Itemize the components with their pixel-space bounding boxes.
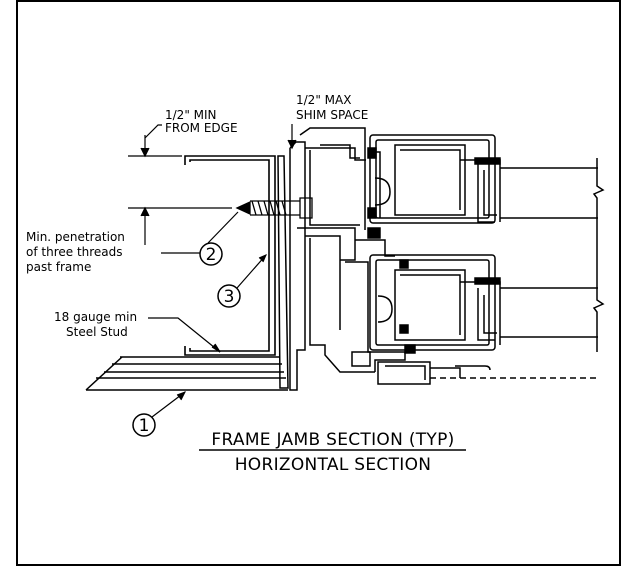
section-subtitle: HORIZONTAL SECTION xyxy=(235,455,432,475)
max-shim-label-line2: SHIM SPACE xyxy=(296,108,368,122)
stud-label-line1: 18 gauge min xyxy=(54,310,137,324)
anchor-screw xyxy=(235,197,313,219)
penetration-label-line3: past frame xyxy=(26,260,91,274)
callout-2 xyxy=(161,211,239,266)
shim-space-leader xyxy=(287,124,297,150)
stud-label-line2: Steel Stud xyxy=(66,325,128,339)
callout-2-number: 2 xyxy=(206,245,217,265)
callout-1-number: 1 xyxy=(139,416,150,436)
callout-3-number: 3 xyxy=(224,287,235,307)
glazing xyxy=(430,157,605,379)
min-edge-label-line1: 1/2" MIN xyxy=(165,108,217,122)
wall-sheathing xyxy=(277,155,289,389)
penetration-label-line2: of three threads xyxy=(26,245,123,259)
sheet-border xyxy=(16,0,621,566)
window-frame xyxy=(289,127,501,391)
callout-3 xyxy=(217,254,267,308)
min-edge-dimension xyxy=(128,124,232,245)
substrate xyxy=(85,356,288,391)
steel-stud xyxy=(184,155,276,356)
penetration-label-line1: Min. penetration xyxy=(26,230,125,244)
callout-1 xyxy=(132,391,187,437)
section-title: FRAME JAMB SECTION (TYP) xyxy=(211,430,454,450)
min-edge-label-line2: FROM EDGE xyxy=(165,121,238,135)
stud-leader xyxy=(148,317,221,353)
max-shim-label-line1: 1/2" MAX xyxy=(296,93,351,107)
